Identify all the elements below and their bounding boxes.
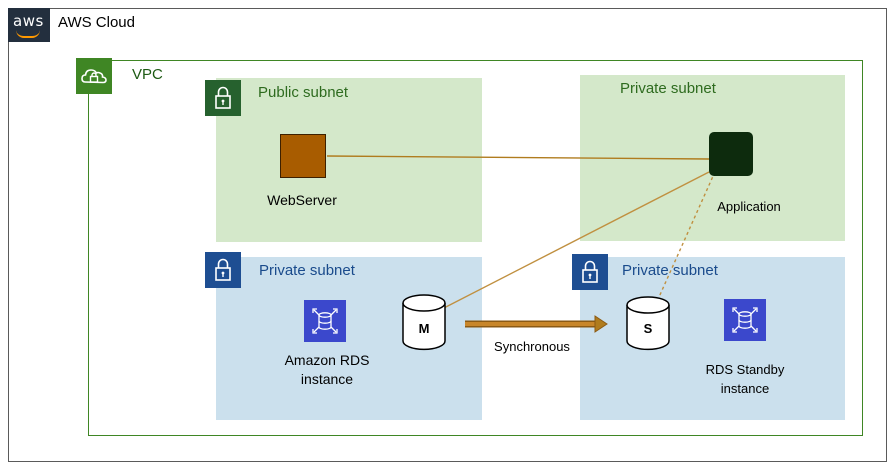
standby-database-icon	[626, 296, 670, 351]
private-subnet-db-standby-title: Private subnet	[622, 262, 718, 279]
rds-standby-label-line1: RDS Standby	[705, 362, 785, 377]
private-subnet-db-standby-lock-icon	[572, 254, 608, 290]
aws-smile-icon	[16, 30, 40, 38]
synchronous-label: Synchronous	[494, 339, 570, 354]
amazon-rds-icon	[304, 300, 346, 342]
rds-standby-label-line2: instance	[720, 381, 770, 396]
public-subnet	[216, 78, 482, 242]
master-database-label: M	[418, 321, 430, 336]
private-subnet-app-title: Private subnet	[620, 80, 716, 97]
vpc-boundary	[88, 60, 863, 436]
standby-database-label: S	[643, 321, 653, 336]
amazon-rds-label-line2: instance	[300, 371, 354, 387]
vpc-cloud-lock-icon	[76, 58, 112, 94]
webserver-node	[280, 134, 326, 178]
rds-standby-icon	[724, 299, 766, 341]
webserver-to-application-line	[326, 155, 710, 160]
vpc-title: VPC	[132, 66, 163, 83]
aws-logo: aws	[8, 8, 50, 42]
amazon-rds-label: Amazon RDS instance	[262, 351, 392, 389]
application-label: Application	[717, 199, 781, 214]
cloud-title: AWS Cloud	[58, 14, 135, 31]
application-node	[709, 132, 753, 176]
private-subnet-db-standby	[580, 257, 845, 420]
amazon-rds-label-line1: Amazon RDS	[284, 352, 370, 368]
private-subnet-db-primary-title: Private subnet	[259, 262, 355, 279]
public-subnet-lock-icon	[205, 80, 241, 116]
aws-cloud-boundary	[8, 8, 887, 462]
master-database-icon	[402, 294, 446, 351]
aws-logo-text: aws	[13, 12, 44, 30]
application-to-master-line	[439, 171, 710, 311]
private-subnet-db-primary-lock-icon	[205, 252, 241, 288]
application-to-standby-dashed-line	[654, 173, 715, 307]
webserver-label: WebServer	[267, 192, 337, 208]
public-subnet-title: Public subnet	[258, 84, 349, 101]
synchronous-arrowhead	[594, 315, 608, 333]
rds-standby-label: RDS Standby instance	[690, 360, 800, 398]
